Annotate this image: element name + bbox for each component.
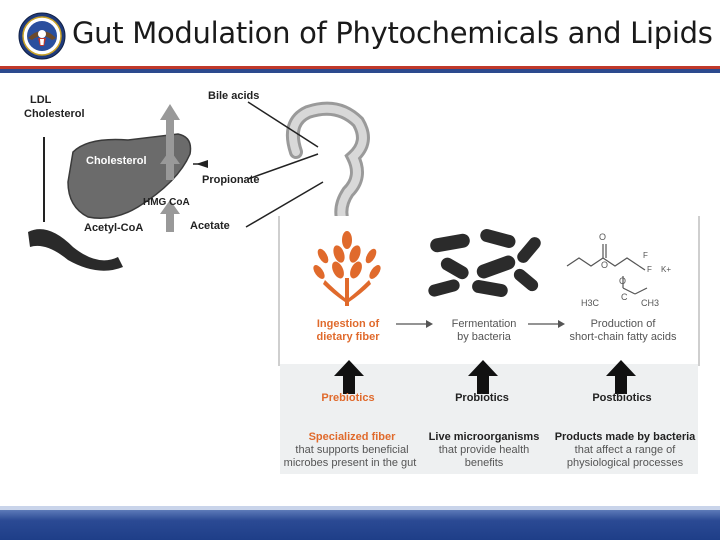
postbiotics-title: Postbiotics bbox=[592, 392, 652, 404]
stage1-label-line2: dietary fiber bbox=[316, 331, 380, 343]
prebiotics-line2: that supports beneficial bbox=[295, 444, 409, 456]
molecule-f: F bbox=[643, 251, 648, 260]
footer-highlight bbox=[0, 506, 720, 510]
molecule-f2: F bbox=[647, 265, 652, 274]
probiotics-line3: benefits bbox=[464, 457, 504, 469]
acetyl-coa-label: Acetyl-CoA bbox=[84, 222, 144, 234]
arrow-right-icon bbox=[396, 320, 433, 328]
stage2-label-line1: Fermentation bbox=[451, 318, 517, 330]
prebiotics-head: Specialized fiber bbox=[308, 431, 396, 443]
probiotics-line2: that provide health bbox=[438, 444, 530, 456]
panel-border-right bbox=[698, 216, 700, 366]
va-seal-icon bbox=[18, 12, 66, 60]
molecule-c: C bbox=[621, 292, 628, 302]
acetate-label: Acetate bbox=[190, 220, 230, 232]
liver-colon-illustration bbox=[28, 101, 370, 271]
title-divider-red bbox=[0, 66, 720, 69]
probiotics-head: Live microorganisms bbox=[428, 431, 540, 443]
postbiotics-head: Products made by bacteria bbox=[554, 431, 696, 443]
molecule-o1: O bbox=[599, 232, 606, 242]
panel-border-left bbox=[278, 216, 280, 366]
propionate-label: Propionate bbox=[202, 174, 260, 186]
page-title: Gut Modulation of Phytochemicals and Lip… bbox=[72, 16, 713, 50]
liver-colon-diagram: LDL Cholesterol Bile acids Cholesterol P… bbox=[18, 82, 388, 272]
prebiotics-title: Prebiotics bbox=[321, 392, 375, 404]
arrow-up-icon bbox=[606, 360, 636, 394]
stage2-label-line2: by bacteria bbox=[457, 331, 511, 343]
footer-bar bbox=[0, 510, 720, 540]
cholesterol-liver-label: Cholesterol bbox=[86, 155, 147, 167]
title-bar: Gut Modulation of Phytochemicals and Lip… bbox=[0, 0, 720, 68]
postbiotics-line2: that affect a range of bbox=[574, 444, 676, 456]
fatty-acid-molecule-icon: O O F F K+ O H3C C CH3 bbox=[566, 232, 671, 308]
stage3-label-line1: Production of bbox=[590, 318, 656, 330]
molecule-k: K+ bbox=[661, 265, 671, 274]
molecule-o3: O bbox=[619, 276, 626, 286]
molecule-o2: O bbox=[601, 260, 608, 270]
prebiotics-line3: microbes present in the gut bbox=[283, 457, 417, 469]
arrow-right-icon bbox=[528, 320, 565, 328]
ldl-label: LDL bbox=[30, 94, 52, 106]
bacteria-icon bbox=[428, 229, 541, 297]
wheat-icon bbox=[313, 231, 381, 306]
bile-acids-label: Bile acids bbox=[208, 90, 260, 102]
probiotics-title: Probiotics bbox=[455, 392, 509, 404]
hmg-coa-label: HMG CoA bbox=[143, 197, 190, 208]
arrow-up-icon bbox=[334, 360, 364, 394]
molecule-ch3: CH3 bbox=[641, 298, 659, 308]
title-divider-blue bbox=[0, 69, 720, 73]
arrow-up-icon bbox=[468, 360, 498, 394]
stage3-label-line2: short-chain fatty acids bbox=[569, 331, 677, 343]
cholesterol-left-label: Cholesterol bbox=[24, 108, 85, 120]
postbiotics-line3: physiological processes bbox=[566, 457, 684, 469]
molecule-h3c: H3C bbox=[581, 298, 600, 308]
stage1-label-line1: Ingestion of bbox=[316, 318, 380, 330]
